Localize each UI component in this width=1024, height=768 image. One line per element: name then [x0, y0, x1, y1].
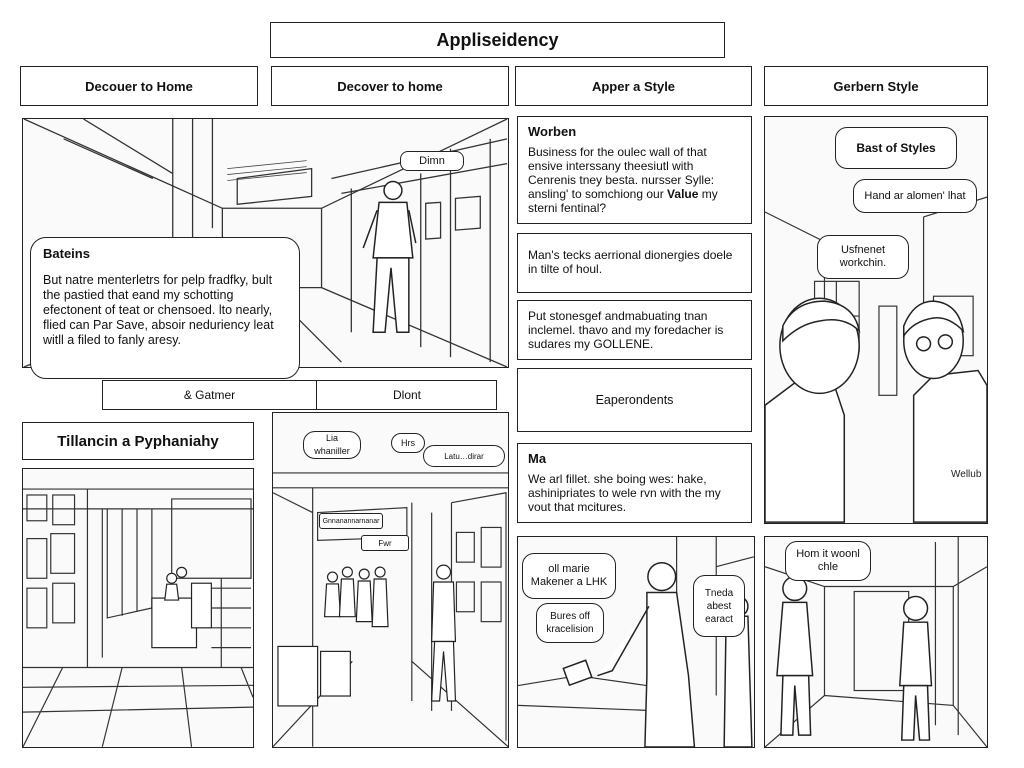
- textbox-eaperondents: Eaperondents: [517, 368, 752, 432]
- caption-strip-left: & Gatmer: [103, 381, 317, 409]
- textbox-worben-title: Worben: [528, 124, 577, 139]
- textbox-ma-title: Ma: [528, 451, 547, 466]
- caption-strip: & Gatmer Dlont: [102, 380, 497, 410]
- panel-two-people-bubble-2: Hand ar alomen' lhat: [853, 179, 977, 213]
- textbox-worben-body: Business for the oulec wall of that ensi…: [528, 145, 715, 201]
- panel-reception-bubble-2: Bures off kracelision: [536, 603, 604, 643]
- textbox-ma-body: We arl fillet. she boing wes: hake, ashi…: [528, 472, 721, 514]
- textbox-worben-bold: Value: [667, 187, 699, 201]
- header-decover-to-home: Decover to home: [271, 66, 509, 106]
- panel-hallway-people-bubble: Hom it woonl chle: [785, 541, 871, 581]
- crowded-hall-illustration: [273, 472, 508, 747]
- panel-reception-bubble-1: oll marie Makener a LHK: [522, 553, 616, 599]
- textbox-worben-tail: my sterni fentinal?: [528, 187, 718, 215]
- panel-two-people-tag: Wellub: [951, 469, 982, 480]
- caption-strip-right: Dlont: [392, 388, 421, 402]
- panel-crowded-hall-sign-2: Fwr: [361, 535, 409, 551]
- shop-interior-illustration: [23, 488, 253, 747]
- panel-reception: oll marie Makener a LHK Bures off kracel…: [517, 536, 755, 748]
- textbox-worben: Worben Business for the oulec wall of th…: [517, 116, 752, 224]
- header-decouer-to-home: Decouer to Home: [20, 66, 258, 106]
- panel-two-people-bubble-3: Usfnenet workchin.: [817, 235, 909, 279]
- panel-crowded-hall-bubble-1: Lia whaniller: [303, 431, 361, 459]
- page-title: Appliseidency: [270, 22, 725, 58]
- two-people-illustration: [765, 196, 987, 523]
- header-apper-a-style: Apper a Style: [515, 66, 752, 106]
- textbox-put-stonesgef: Put stonesgef andmabuating tnan inclemel…: [517, 300, 752, 360]
- panel-hallway-people: Hom it woonl chle: [764, 536, 988, 748]
- panel-two-people: Bast of Styles Hand ar alomen' lhat Usfn…: [764, 116, 988, 524]
- panel-crowded-hall-sign: Gnnanannarnanar: [319, 513, 383, 529]
- panel-two-people-bubble-1: Bast of Styles: [835, 127, 957, 169]
- reception-illustration: [518, 537, 754, 747]
- hallway-people-illustration: [765, 537, 987, 747]
- panel-hallway-sign: Dimn: [400, 151, 464, 171]
- header-gerbern-style: Gerbern Style: [764, 66, 988, 106]
- caption-body: But natre menterletrs for pelp fradfky, …: [43, 273, 274, 347]
- panel-crowded-hall: Lia whaniller Hrs Latu…dirar Gnnanannarn…: [272, 412, 509, 748]
- panel-crowded-hall-bubble-3: Latu…dirar: [423, 445, 505, 467]
- section-title: Tillancin a Pyphaniahy: [22, 422, 254, 460]
- textbox-mans-tecks: Man's tecks aerrional dionergies doele i…: [517, 233, 752, 293]
- panel-reception-bubble-3: Tneda abest earact: [693, 575, 745, 637]
- textbox-ma: Ma We arl fillet. she boing wes: hake, a…: [517, 443, 752, 523]
- panel-shop-interior: [22, 468, 254, 748]
- panel-crowded-hall-bubble-2: Hrs: [391, 433, 425, 453]
- caption-title: Bateins: [43, 246, 90, 261]
- caption-bateins: Bateins But natre menterletrs for pelp f…: [30, 237, 300, 379]
